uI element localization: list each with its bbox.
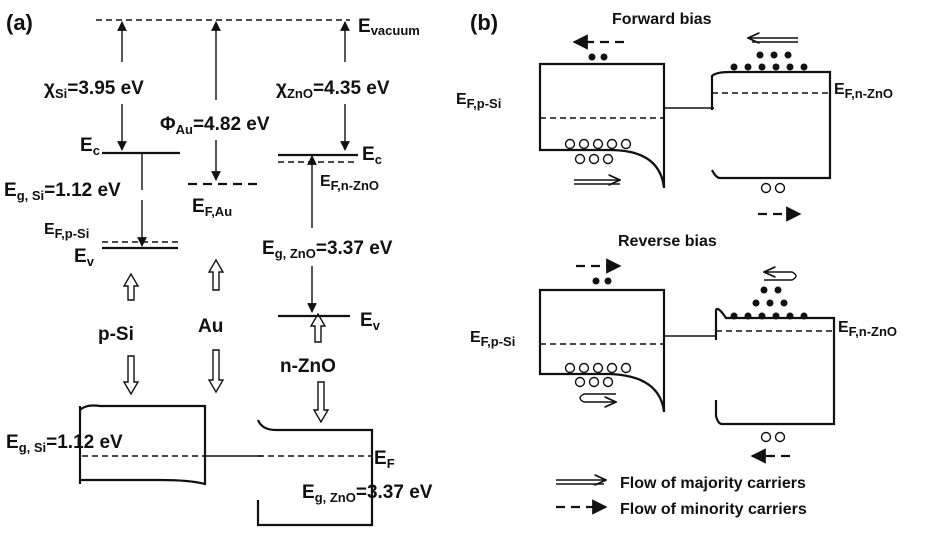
forward-nzno-band <box>710 70 832 180</box>
nzno-junction-band <box>256 419 374 527</box>
material-au-label: Au <box>198 316 223 337</box>
electron <box>744 63 752 71</box>
hole <box>578 362 590 374</box>
electron <box>766 299 774 307</box>
zno-ef-label: EF,n-ZnO <box>320 173 379 193</box>
forward-holes <box>564 138 632 165</box>
reverse-psi-ef-label: EF,p-Si <box>470 329 515 349</box>
hole <box>578 138 590 150</box>
hole <box>574 153 586 165</box>
panel-a-label: (a) <box>6 10 33 35</box>
forward-electrons-zno <box>730 51 808 71</box>
psi-junction-band <box>78 404 207 486</box>
electron <box>752 299 760 307</box>
eg-zno-label: Eg, ZnO=3.37 eV <box>262 238 393 261</box>
au-ef-label: EF,Au <box>192 196 232 219</box>
hole <box>574 376 586 388</box>
reverse-zno-ef-label: EF,n-ZnO <box>838 319 897 339</box>
reverse-holes <box>564 362 632 388</box>
hole <box>602 376 614 388</box>
electron <box>784 51 792 59</box>
si-ef-label: EF,p-Si <box>44 221 89 241</box>
material-psi-label: p-Si <box>98 324 134 345</box>
forward-electron <box>600 53 608 61</box>
reverse-nzno-band <box>714 307 836 426</box>
electron <box>774 286 782 294</box>
zno-double-arrow-up <box>309 312 327 343</box>
reverse-electron-uturn-arrow <box>764 272 797 281</box>
forward-bias-title: Forward bias <box>612 11 712 28</box>
si-ev-label: Ev <box>74 246 95 269</box>
hole <box>602 153 614 165</box>
electron <box>758 63 766 71</box>
au-double-arrow-up <box>207 258 225 291</box>
legend-majority-text: Flow of majority carriers <box>620 475 806 492</box>
chi-si-label: χSi=3.95 eV <box>44 78 144 101</box>
junction-eg-zno-label: Eg, ZnO=3.37 eV <box>302 482 433 505</box>
hole <box>606 362 618 374</box>
zno-ec-label: Ec <box>362 144 382 167</box>
reverse-psi-band <box>538 288 666 413</box>
hole <box>606 138 618 150</box>
zno-double-arrow-down <box>312 381 330 424</box>
si-double-arrow-up <box>122 272 140 301</box>
reverse-minority-hole <box>760 431 772 443</box>
electron <box>800 63 808 71</box>
forward-minority-hole <box>760 182 772 194</box>
junction-ef-label: EF <box>374 448 395 471</box>
reverse-electrons-zno <box>730 286 808 320</box>
reverse-electron <box>592 277 600 285</box>
zno-ev-label: Ev <box>360 310 381 333</box>
electron <box>780 299 788 307</box>
panel-b-label: (b) <box>470 10 498 35</box>
forward-electron <box>588 53 596 61</box>
hole <box>592 138 604 150</box>
reverse-hole-uturn-arrow <box>579 393 616 402</box>
forward-psi-band <box>538 62 666 189</box>
material-nzno-label: n-ZnO <box>280 356 336 377</box>
hole <box>588 376 600 388</box>
hole <box>592 362 604 374</box>
electron <box>756 51 764 59</box>
hole <box>564 362 576 374</box>
electron <box>770 51 778 59</box>
junction-eg-si-label: Eg, Si=1.12 eV <box>6 432 123 455</box>
eg-si-label: Eg, Si=1.12 eV <box>4 180 121 203</box>
electron <box>772 63 780 71</box>
forward-psi-ef-label: EF,p-Si <box>456 91 501 111</box>
electron <box>760 286 768 294</box>
vacuum-level-label: Evacuum <box>358 16 420 38</box>
hole <box>588 153 600 165</box>
chi-zno-label: χZnO=4.35 eV <box>276 78 390 101</box>
reverse-minority-hole <box>774 431 786 443</box>
reverse-electron <box>604 277 612 285</box>
electron <box>786 63 794 71</box>
hole <box>620 362 632 374</box>
au-double-arrow-down <box>207 349 225 394</box>
legend-minority-text: Flow of minority carriers <box>620 501 807 518</box>
hole <box>564 138 576 150</box>
si-ec-label: Ec <box>80 135 100 158</box>
electron <box>730 63 738 71</box>
reverse-bias-title: Reverse bias <box>618 233 717 250</box>
forward-zno-ef-label: EF,n-ZnO <box>834 81 893 101</box>
si-double-arrow-down <box>122 355 140 396</box>
hole <box>620 138 632 150</box>
forward-minority-hole <box>774 182 786 194</box>
phi-au-label: ΦAu=4.82 eV <box>160 114 270 137</box>
